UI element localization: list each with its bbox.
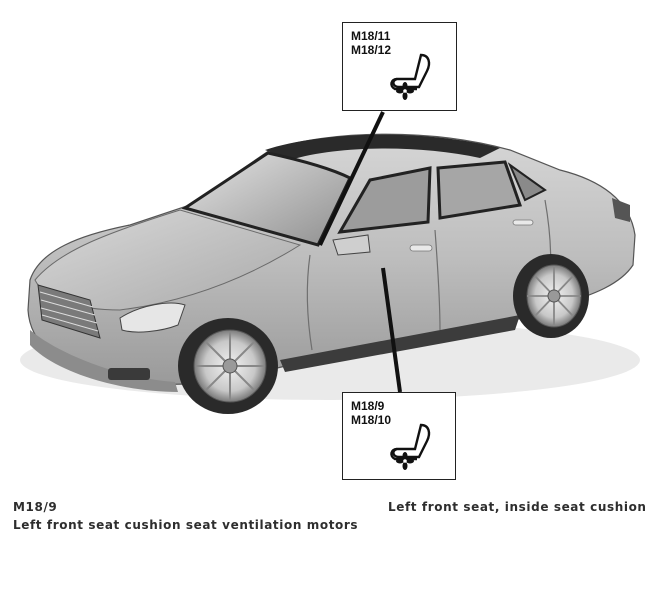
- callout-top-codes: M18/11 M18/12: [351, 29, 391, 57]
- side-mirror: [332, 234, 371, 256]
- callout-bottom-codes: M18/9 M18/10: [351, 399, 391, 427]
- callout-box-bottom: M18/9 M18/10: [342, 392, 456, 480]
- callout-bottom-code-1: M18/9: [351, 399, 385, 413]
- headlight: [119, 302, 186, 333]
- leader-line-bottom: [381, 267, 402, 393]
- component-location: Left front seat, inside seat cushion: [388, 500, 647, 514]
- callout-bottom-code-2: M18/10: [351, 413, 392, 427]
- rear-wheel: [513, 254, 589, 338]
- callout-box-top: M18/11 M18/12: [342, 22, 457, 111]
- car-roof: [265, 134, 500, 160]
- rear-side-window: [436, 160, 523, 220]
- callout-top-code-2: M18/12: [351, 43, 392, 57]
- quarter-window: [507, 162, 547, 202]
- component-description: Left front seat cushion seat ventilation…: [13, 518, 359, 532]
- front-grille: [37, 284, 101, 339]
- fog-light: [108, 368, 150, 380]
- ventilated-seat-icon: [390, 423, 431, 470]
- front-wheel: [178, 318, 278, 414]
- component-code: M18/9: [13, 500, 58, 514]
- callout-top-code-1: M18/11: [351, 29, 391, 43]
- rear-door-handle: [512, 219, 534, 226]
- front-door-handle: [409, 244, 433, 252]
- front-side-window: [337, 166, 432, 234]
- leader-line-top: [318, 111, 385, 246]
- ventilated-seat-icon: [390, 53, 431, 100]
